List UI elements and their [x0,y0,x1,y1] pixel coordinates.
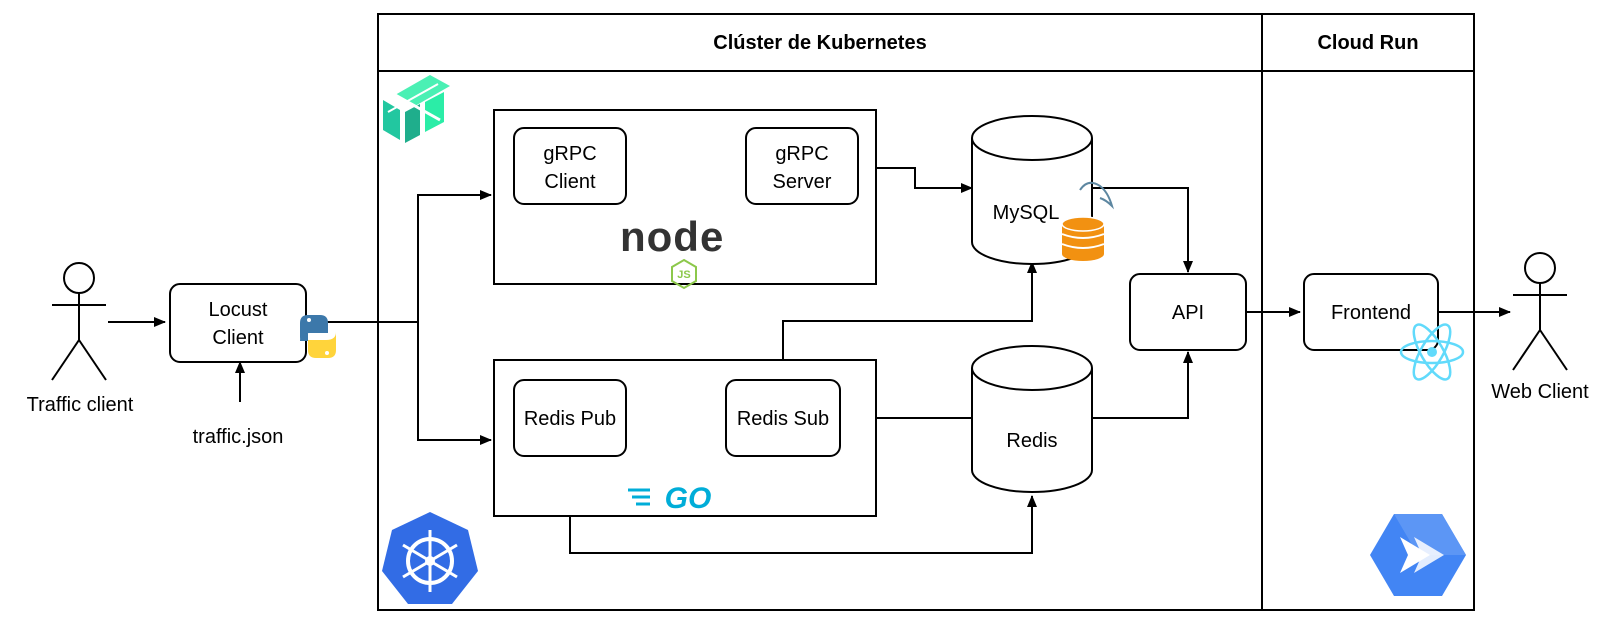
traffic-client-actor: Traffic client [27,262,134,416]
go-logo-icon: GO [628,482,711,515]
traffic-json-label: traffic.json [193,426,284,448]
locust-to-grpc-arrow [417,190,492,322]
kubernetes-cluster-title: Clúster de Kubernetes [713,32,926,54]
grpc-server-label-line2: Server [773,171,832,193]
mysql-to-api-arrow [1092,187,1193,273]
grpc-client-node: gRPC Client [513,127,627,205]
grpc-client-label-line2: Client [544,171,596,193]
grpc-server-label-line1: gRPC [775,143,828,165]
grpc-server-to-mysql-arrow [858,167,973,193]
python-logo-icon [300,315,336,358]
person-icon [51,262,107,381]
redis-label: Redis [1006,430,1057,452]
mysql-label: MySQL [993,202,1060,224]
redis-database-node: Redis [971,345,1093,493]
cloud-run-logo-icon [1370,514,1466,596]
nodejs-logo-icon: node JS [620,213,724,290]
linkerd-logo-icon [383,75,450,143]
locust-client-label-line1: Locust [209,299,268,321]
nodejs-logo-text: node [620,213,724,260]
redis-sub-to-mysql-arrow [782,261,1037,390]
redis-pub-node: Redis Pub [513,379,627,457]
web-client-actor: Web Client [1491,252,1589,403]
redis-pub-label: Redis Pub [524,408,616,430]
locust-client-label-line2: Client [212,327,264,349]
frontend-node: Frontend [1303,273,1439,351]
redis-sub-label: Redis Sub [737,408,829,430]
nodejs-badge-text: JS [677,269,690,281]
traffic-client-label: Traffic client [27,394,134,416]
frontend-label: Frontend [1331,302,1411,324]
locust-client-node: Locust Client [169,283,307,363]
redis-to-api-arrow [1092,351,1193,419]
react-logo-icon [1399,323,1465,381]
api-node: API [1129,273,1247,351]
grpc-server-node: gRPC Server [745,127,859,205]
go-logo-text: GO [665,482,712,515]
person-icon [1512,252,1568,371]
kubernetes-logo-icon [382,512,478,604]
web-client-label: Web Client [1491,381,1589,403]
cloud-run-title: Cloud Run [1317,32,1418,54]
mysql-logo-icon [1061,181,1115,261]
redis-sub-node: Redis Sub [725,379,841,457]
locust-to-redis-pub-arrow [417,322,492,445]
api-label: API [1172,302,1204,324]
grpc-client-label-line1: gRPC [543,143,596,165]
